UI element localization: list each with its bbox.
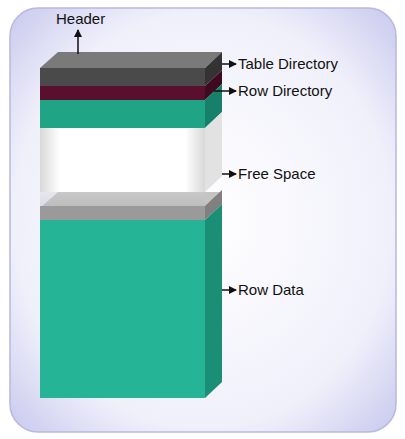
header-label: Header [56, 10, 105, 28]
free-space-label: Free Space [238, 165, 316, 183]
row-data-label: Row Data [238, 281, 304, 299]
table-directory-label: Table Directory [238, 55, 338, 73]
row-directory-label: Row Directory [238, 82, 332, 100]
